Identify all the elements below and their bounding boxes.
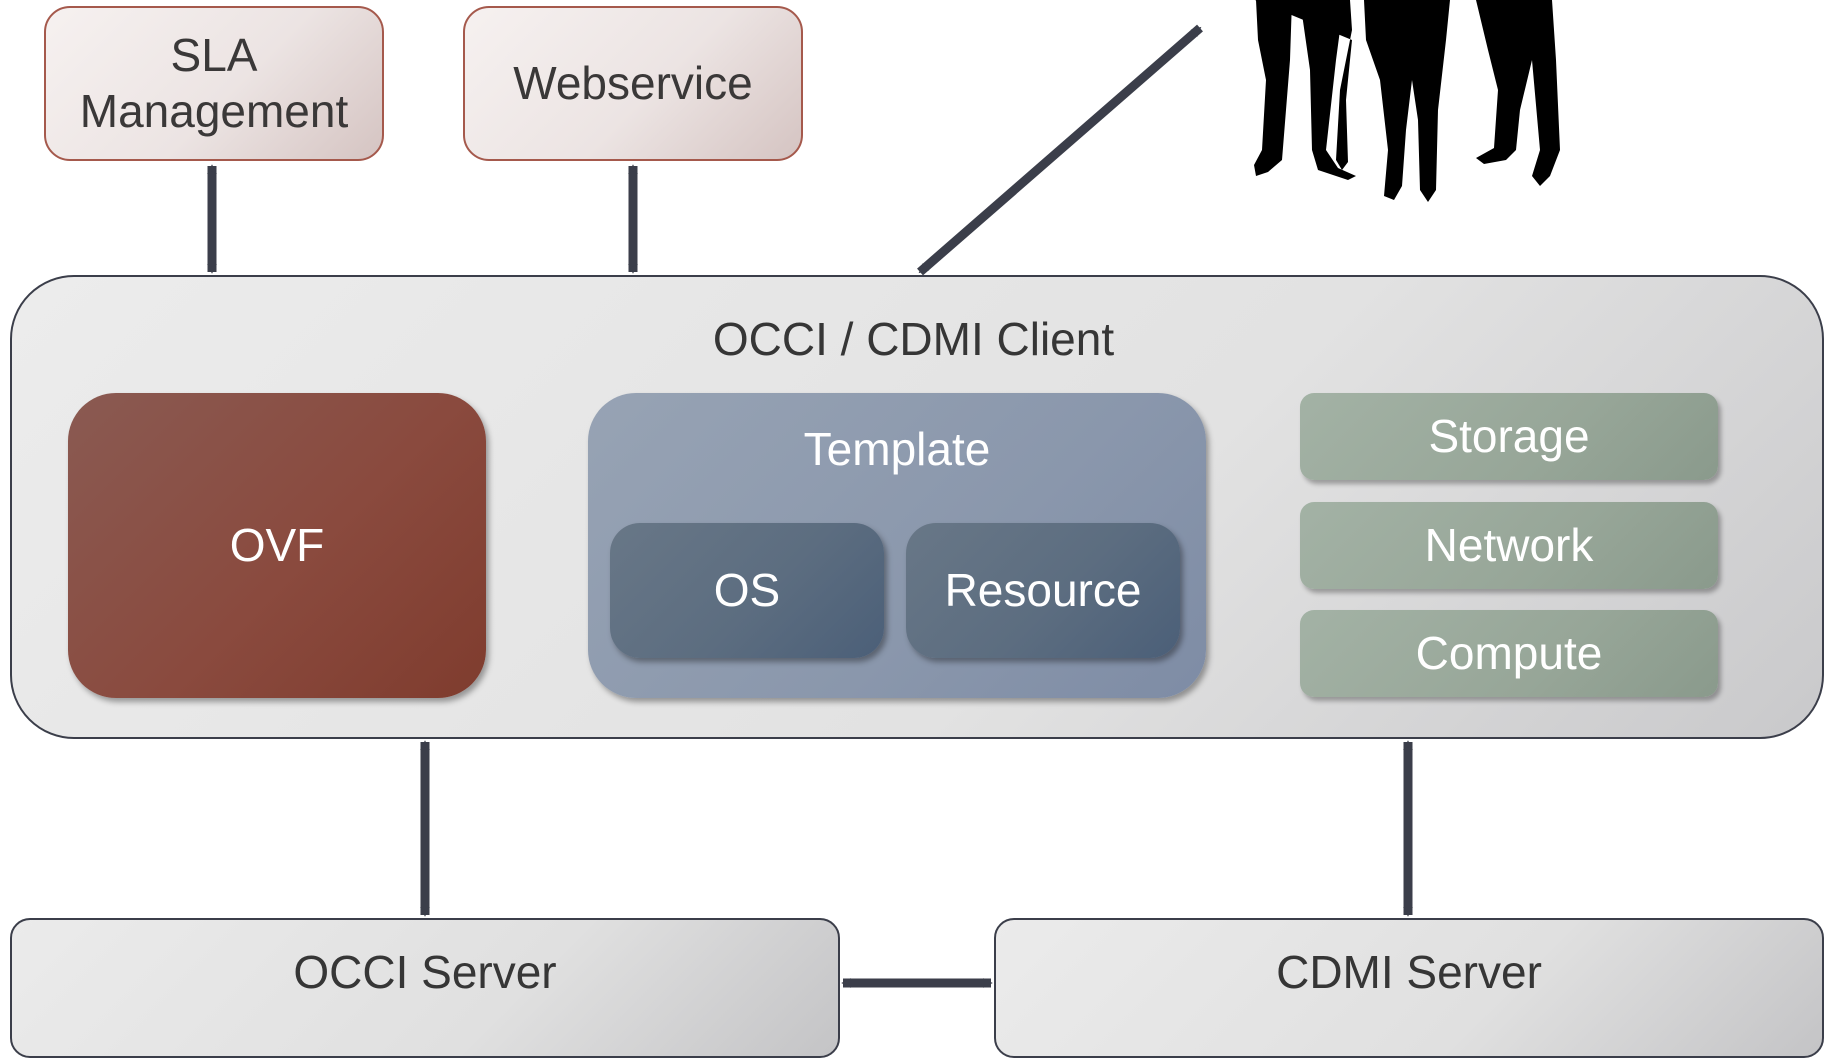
cdmi-server-box: CDMI Server [994, 918, 1824, 1058]
sla-management-box: SLA Management [44, 6, 384, 161]
sla-management-label: SLA Management [79, 29, 349, 137]
storage-box: Storage [1300, 393, 1718, 480]
resource-label: Resource [944, 563, 1142, 616]
occi-server-box: OCCI Server [10, 918, 840, 1058]
os-label: OS [713, 563, 781, 616]
cdmi-server-label: CDMI Server [1276, 946, 1542, 999]
network-box: Network [1300, 502, 1718, 589]
ovf-box: OVF [68, 393, 486, 698]
compute-box: Compute [1300, 610, 1718, 697]
os-box: OS [610, 523, 884, 658]
webservice-box: Webservice [463, 6, 803, 161]
ovf-label: OVF [229, 518, 325, 571]
users-silhouette-icon [1254, 0, 1560, 202]
users-client-arrow [917, 24, 1203, 276]
occi-cdmi-client-title: OCCI / CDMI Client [712, 313, 1115, 365]
occi-server-label: OCCI Server [293, 946, 557, 999]
compute-label: Compute [1415, 626, 1603, 679]
storage-label: Storage [1428, 409, 1590, 462]
webservice-label: Webservice [513, 56, 753, 109]
network-label: Network [1424, 518, 1594, 571]
resource-box: Resource [906, 523, 1180, 658]
template-title: Template [803, 423, 991, 475]
